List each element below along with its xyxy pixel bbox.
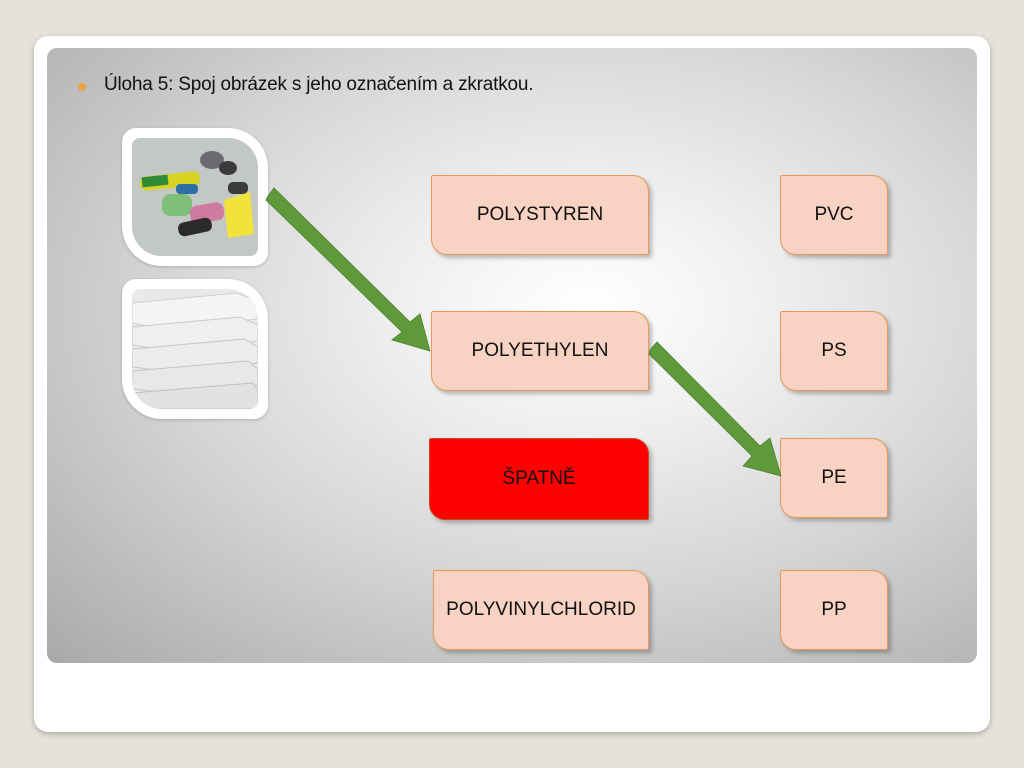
abbr-box-pvc[interactable]: PVC (780, 175, 888, 255)
abbr-box-pe[interactable]: PE (780, 438, 888, 518)
name-box-wrong-feedback[interactable]: ŠPATNĚ (429, 438, 649, 520)
image-plastic-bags[interactable] (122, 128, 268, 266)
plastic-bags-photo (132, 138, 258, 256)
name-box-polyethylen[interactable]: POLYETHYLEN (431, 311, 649, 391)
bullet-dot (78, 83, 86, 91)
polystyrene-photo (132, 289, 258, 409)
image-polystyrene-boards[interactable] (122, 279, 268, 419)
polystyrene-picture (132, 289, 258, 409)
name-box-polyvinylchlorid[interactable]: POLYVINYLCHLORID (433, 570, 649, 650)
arrow-polyethylen-to-pe (648, 341, 782, 477)
abbr-box-pp[interactable]: PP (780, 570, 888, 650)
plastic-bags-picture (132, 138, 258, 256)
name-box-polystyren[interactable]: POLYSTYREN (431, 175, 649, 255)
abbr-box-ps[interactable]: PS (780, 311, 888, 391)
arrow-image-to-polyethylen (265, 187, 431, 352)
task-instruction: Úloha 5: Spoj obrázek s jeho označením a… (104, 74, 534, 95)
